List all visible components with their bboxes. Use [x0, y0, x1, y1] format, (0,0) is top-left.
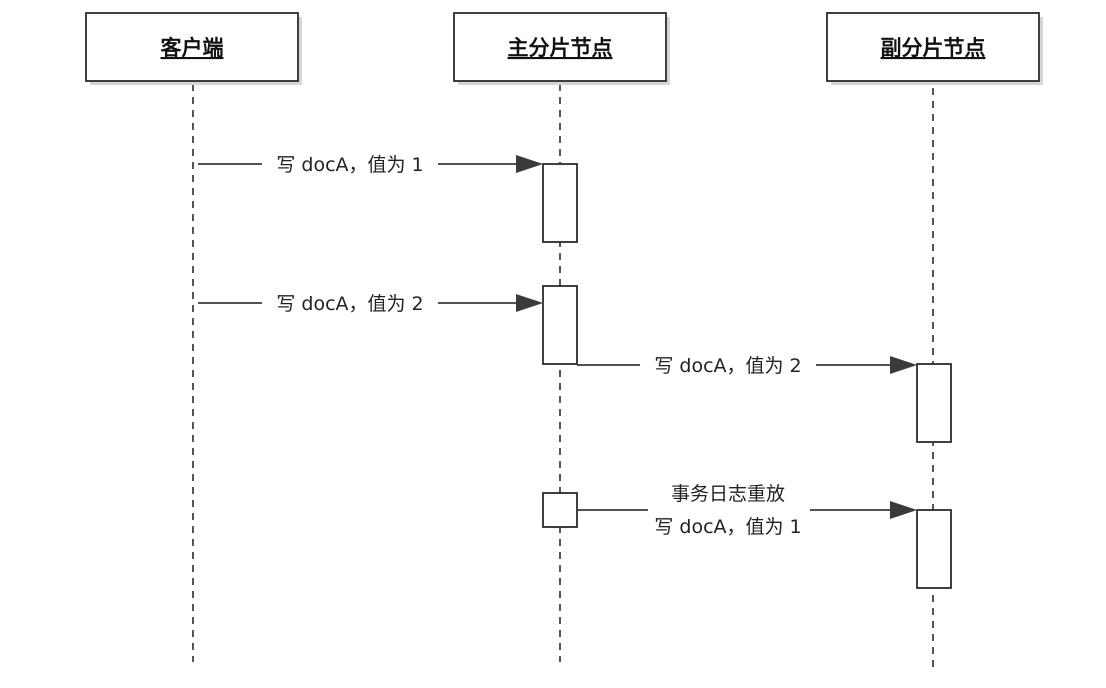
arrowhead-icon: [890, 356, 917, 374]
activation-replica-2: [916, 509, 952, 589]
arrowhead-icon: [890, 501, 917, 519]
message-4: 事务日志重放 写 docA，值为 1: [577, 480, 917, 542]
actor-client: 客户端: [85, 12, 302, 85]
message-label-line-2: 写 docA，值为 1: [654, 516, 801, 538]
activation-primary-2: [542, 285, 578, 365]
actor-label-client: 客户端: [161, 36, 224, 60]
message-2: 写 docA，值为 2: [198, 289, 543, 317]
actor-replica: 副分片节点: [826, 12, 1043, 85]
message-label-line-1: 事务日志重放: [671, 483, 785, 505]
actor-label-replica: 副分片节点: [881, 36, 986, 60]
message-1: 写 docA，值为 1: [198, 150, 543, 178]
actor-primary: 主分片节点: [453, 12, 670, 85]
message-3: 写 docA，值为 2: [577, 351, 917, 379]
message-label: 写 docA，值为 2: [276, 293, 423, 315]
arrowhead-icon: [516, 294, 543, 312]
message-label: 写 docA，值为 1: [276, 154, 423, 176]
message-label: 写 docA，值为 2: [654, 355, 801, 377]
arrowhead-icon: [516, 155, 543, 173]
activation-replica-1: [916, 363, 952, 443]
activation-primary-1: [542, 163, 578, 243]
activation-primary-3: [542, 492, 578, 528]
actor-label-primary: 主分片节点: [508, 36, 613, 60]
